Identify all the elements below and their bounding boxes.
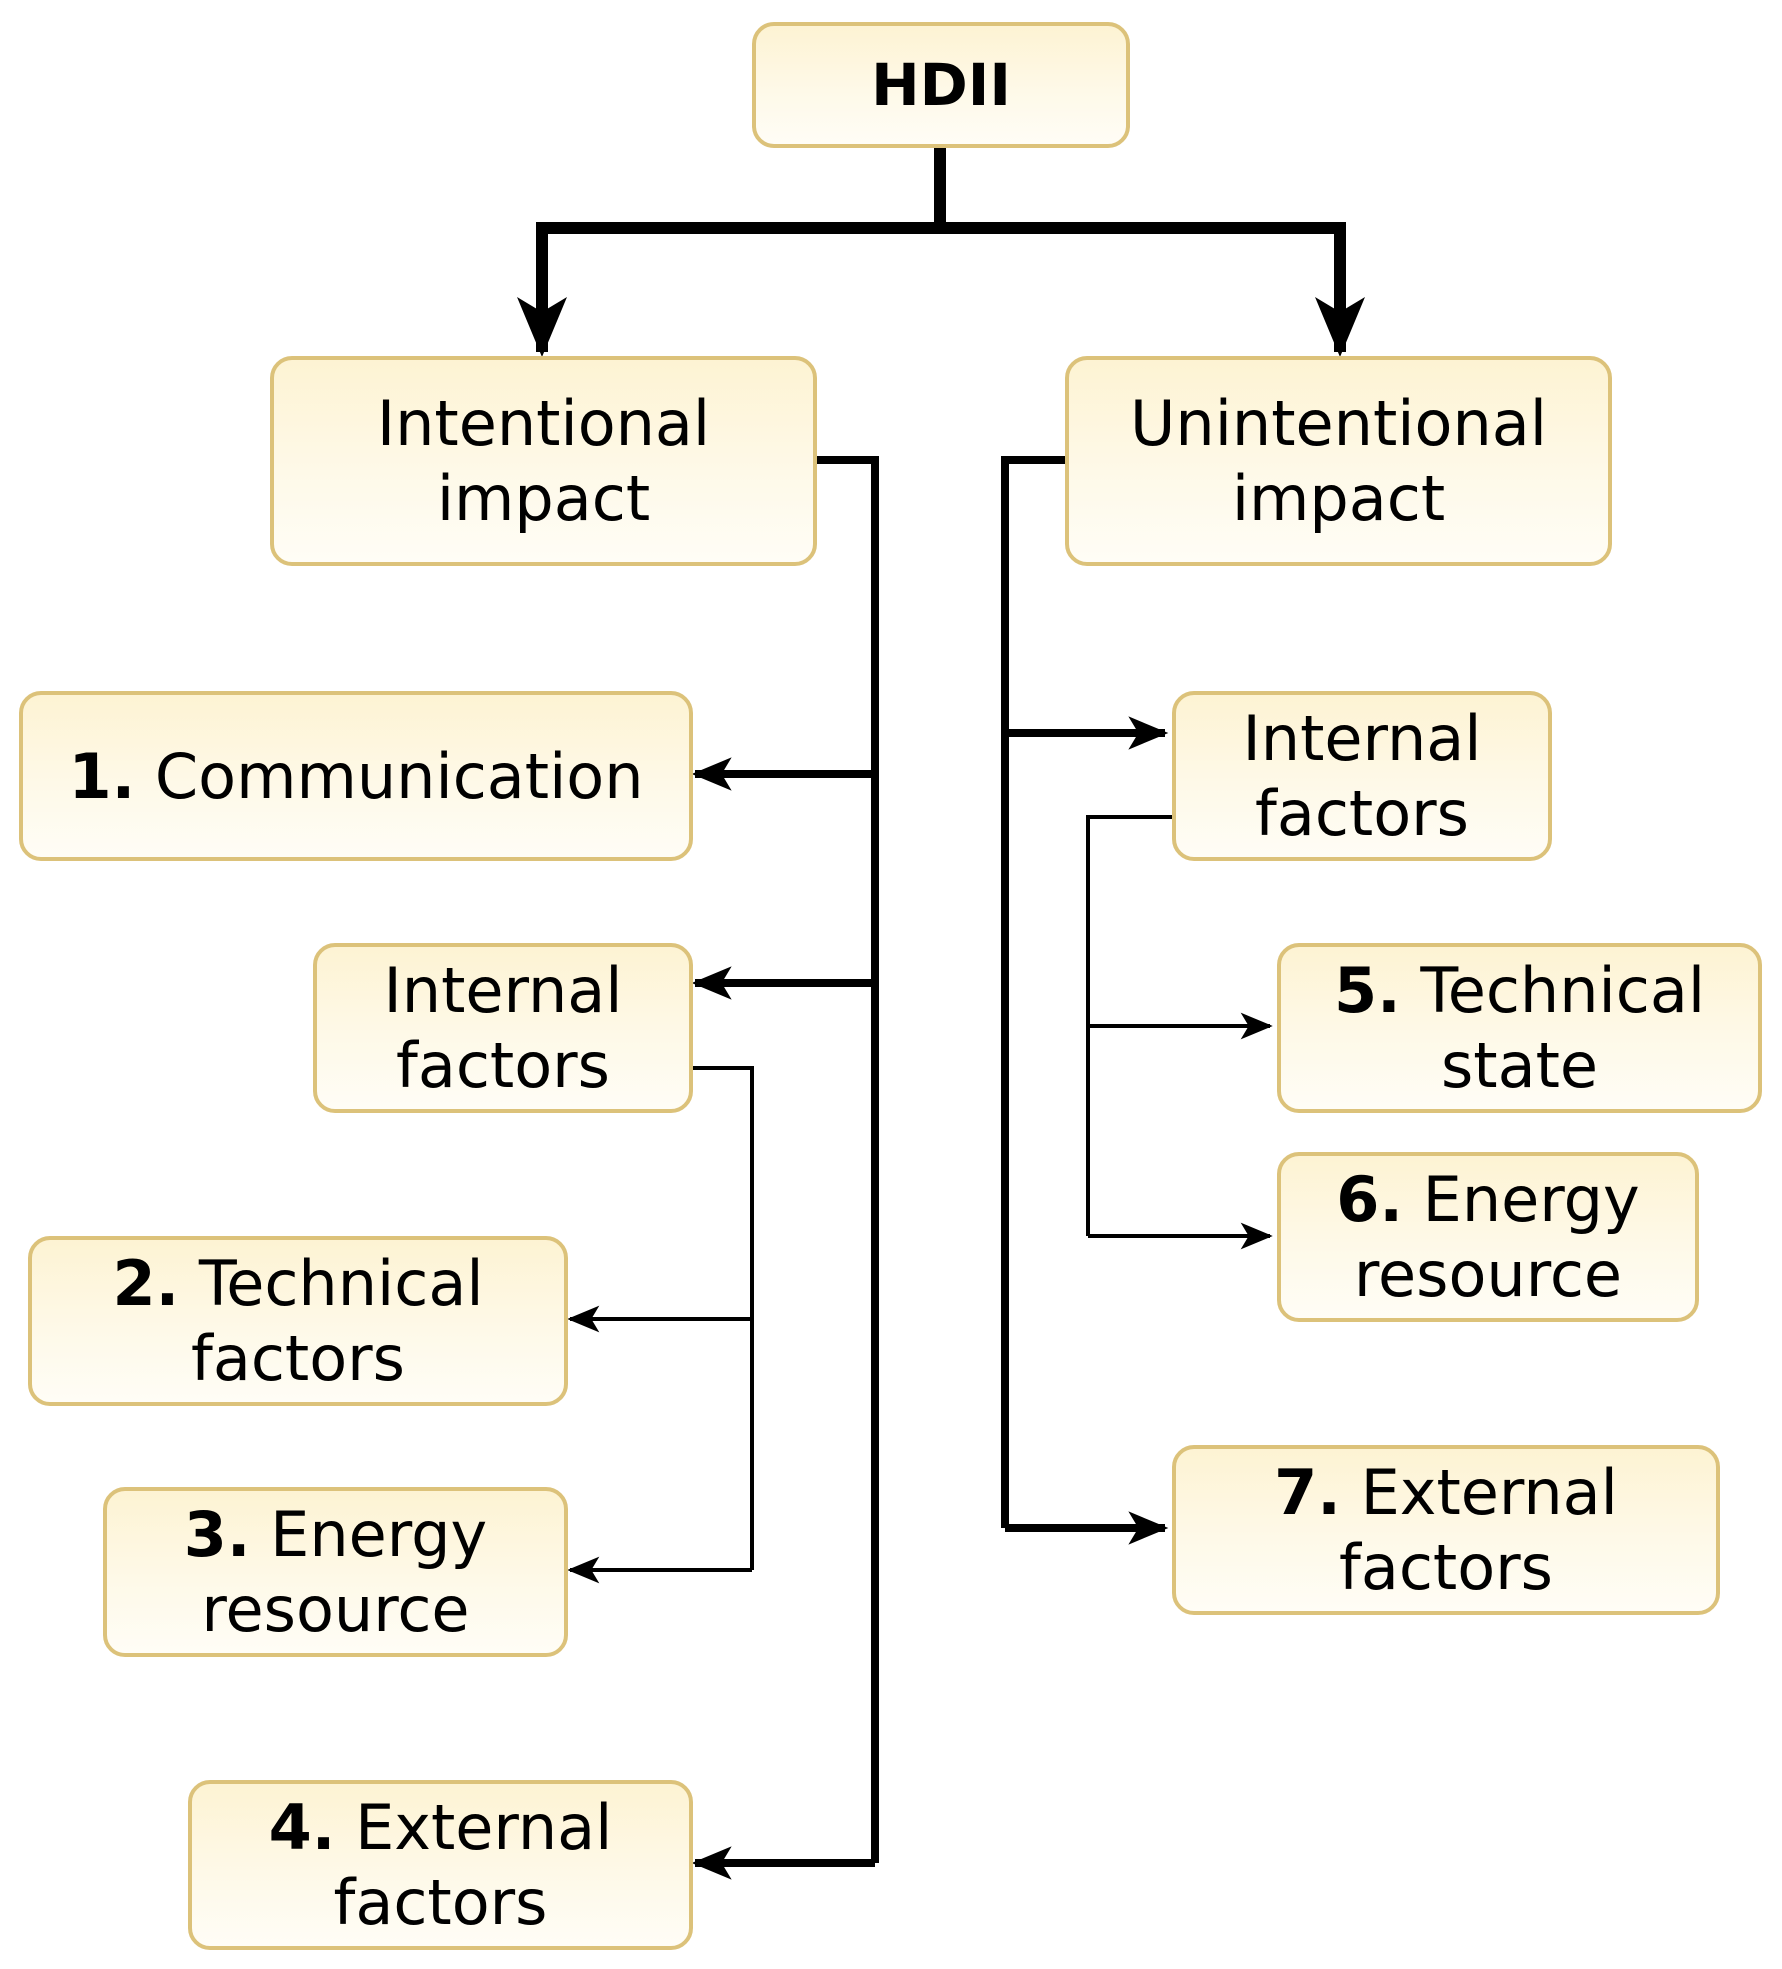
node-technical-factors-line1: 2. Technical [112,1246,483,1321]
node-energy-right-line1: 6. Energy [1336,1162,1639,1237]
node-energy-left-line1: 3. Energy [184,1497,487,1572]
node-internal-left-line1: Internal [383,954,623,1027]
node-external-factors-left: 4. External factors [188,1780,693,1950]
node-communication-line1: 1. Communication [68,739,643,814]
node-external-right-number: 7. [1274,1456,1341,1529]
node-external-right-line2: factors [1339,1531,1553,1604]
node-technical-state-number: 5. [1333,954,1401,1027]
node-energy-right-number: 6. [1336,1163,1403,1236]
node-external-left-line1: 4. External [269,1790,613,1865]
node-energy-left-line2: resource [201,1573,470,1646]
node-energy-resource-right: 6. Energy resource [1277,1152,1699,1322]
node-unintentional-impact: Unintentional impact [1065,356,1612,566]
node-internal-left-line2: factors [396,1029,610,1102]
node-internal-right-line1: Internal [1242,702,1482,775]
connector-root-to-impacts [517,148,946,357]
node-technical-state: 5. Technical state [1277,943,1762,1113]
node-communication-number: 1. [68,739,136,813]
node-internal-right-line2: factors [1255,777,1469,850]
node-external-left-number: 4. [268,1791,336,1864]
node-hdii: HDII [752,22,1130,148]
connector-internal-right-trunk [1086,815,1172,1236]
connector-internal-left-trunk [690,1066,754,1570]
node-technical-state-label: Technical [1420,954,1706,1027]
node-external-left-label: External [355,1791,613,1864]
node-intentional-line2: impact [436,462,651,535]
node-energy-left-number: 3. [183,1498,251,1571]
connector-root-to-unintentional [940,222,1365,357]
node-unintentional-line1: Unintentional [1130,387,1547,460]
node-technical-state-line2: state [1440,1029,1599,1102]
node-external-factors-right: 7. External factors [1172,1445,1720,1615]
node-technical-factors-number: 2. [112,1247,180,1320]
node-technical-factors-line2: factors [191,1322,405,1395]
node-technical-state-line1: 5. Technical [1334,953,1705,1028]
node-internal-factors-right: Internal factors [1172,691,1552,861]
node-energy-resource-left: 3. Energy resource [103,1487,568,1657]
connector-intentional-trunk [815,456,879,1863]
node-internal-factors-left: Internal factors [313,943,693,1113]
node-technical-factors: 2. Technical factors [28,1236,568,1406]
node-unintentional-line2: impact [1231,462,1446,535]
node-energy-left-label: Energy [270,1498,488,1571]
node-external-right-label: External [1360,1456,1618,1529]
connector-unintentional-trunk [1001,456,1065,1528]
node-intentional-line1: Intentional [376,387,711,460]
node-communication: 1. Communication [19,691,693,861]
node-hdii-label: HDII [871,50,1011,119]
node-intentional-impact: Intentional impact [270,356,817,566]
node-external-right-line1: 7. External [1274,1455,1618,1530]
node-energy-right-label: Energy [1422,1163,1640,1236]
node-energy-right-line2: resource [1353,1238,1623,1311]
node-external-left-line2: factors [333,1866,548,1939]
node-technical-factors-label: Technical [198,1247,484,1320]
node-communication-label: Communication [154,739,644,813]
